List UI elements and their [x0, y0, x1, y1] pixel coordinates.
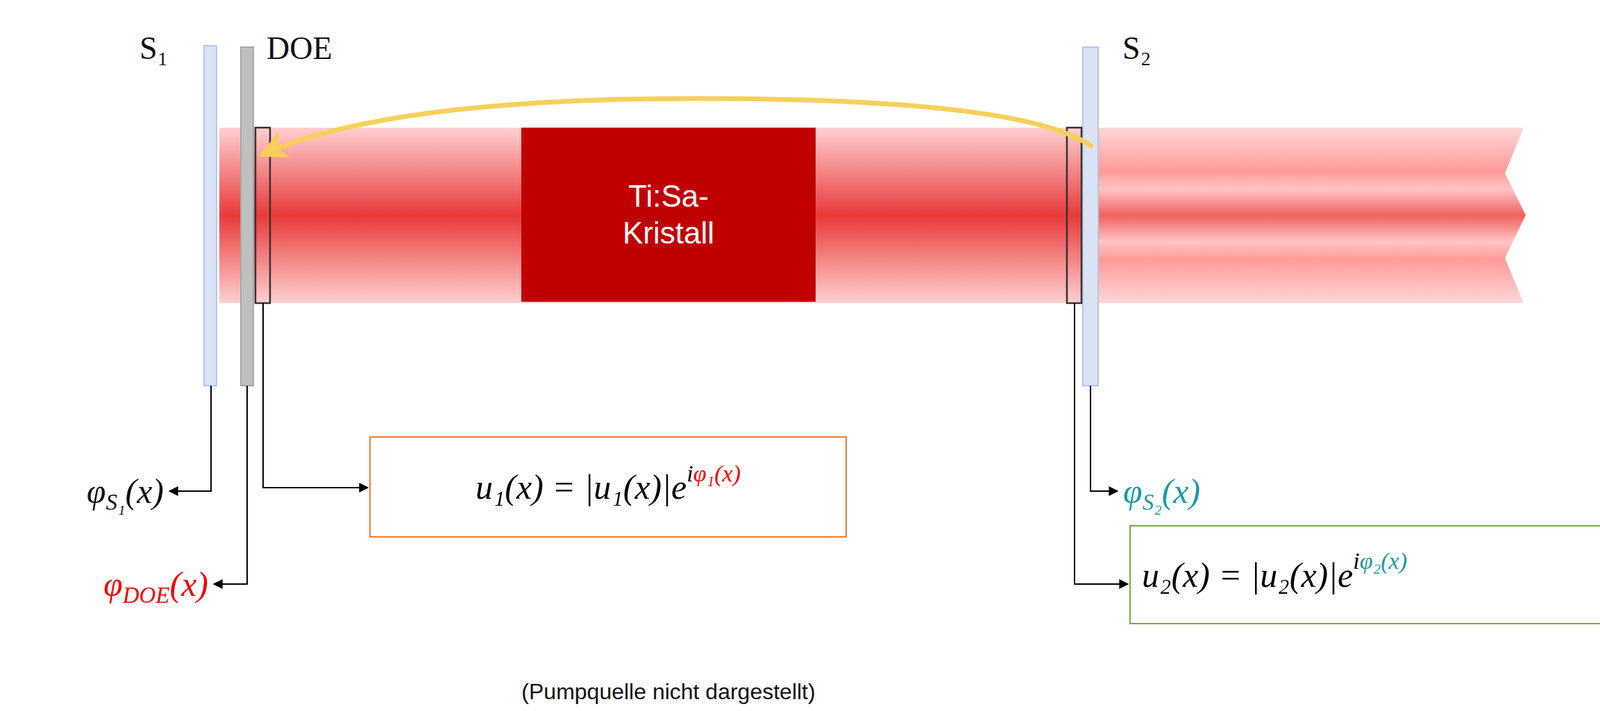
- node-label: Ti:Sa- Kristall: [622, 179, 715, 250]
- text-line: Ti:Sa- Kristall: [585, 178, 752, 252]
- phase-label: φDOE(x): [103, 563, 209, 606]
- field-box: u₂(x) = |u₂(x)|eiφ₂(x): [1129, 525, 1600, 625]
- exponent: i: [686, 460, 693, 487]
- subscript: S₂: [1142, 490, 1162, 516]
- phase-label: φ: [86, 472, 107, 511]
- part-name: S₂: [1122, 30, 1152, 66]
- caption: (Pumpquelle nicht dargestellt): [521, 679, 815, 706]
- subscript: DOE: [122, 583, 171, 609]
- phase-label: (x): [1161, 472, 1201, 511]
- node-label: u₂(x) = |u₂(x)|e: [1141, 556, 1353, 595]
- mirror-s1: [204, 45, 217, 386]
- leader-line: [213, 385, 248, 585]
- field-plane: [1066, 127, 1082, 304]
- crystal-box: Ti:Sa- Kristall: [521, 127, 816, 302]
- output-beam: [1098, 127, 1526, 304]
- phase-label: (x): [170, 565, 209, 604]
- leader-line: [263, 303, 368, 488]
- phase-label: (x): [125, 472, 165, 511]
- phase-label: φS₁(x): [86, 470, 164, 513]
- text-line: u₁(x) = |u₁(x)|eiφ₁(x): [475, 466, 741, 509]
- field-box: u₁(x) = |u₁(x)|eiφ₁(x): [369, 436, 847, 538]
- subscript: S₁: [106, 490, 126, 516]
- exponent: φ₁(x): [693, 460, 741, 487]
- node-label: u₁(x) = |u₁(x)|e: [475, 467, 687, 507]
- phase-label: φS₂(x): [1123, 470, 1201, 513]
- part-name: DOE: [266, 29, 333, 68]
- mirror-s2: [1082, 47, 1099, 386]
- doe-plate: [240, 47, 254, 386]
- leader-line: [1090, 385, 1118, 492]
- exponent: i: [1352, 548, 1360, 575]
- phase-label: φ: [103, 565, 123, 604]
- part-name: S₂: [1122, 29, 1152, 68]
- exponent: φ₂(x): [1359, 548, 1408, 575]
- leader-line: [169, 385, 212, 492]
- phase-label: φ: [1123, 472, 1143, 511]
- part-name: S₁: [139, 29, 169, 68]
- laser-beam: [219, 127, 1082, 304]
- part-name: S₁: [139, 30, 169, 66]
- part-name: DOE: [266, 30, 333, 66]
- leader-line: [1074, 303, 1128, 585]
- text-line: u₂(x) = |u₂(x)|eiφ₂(x): [1141, 554, 1408, 597]
